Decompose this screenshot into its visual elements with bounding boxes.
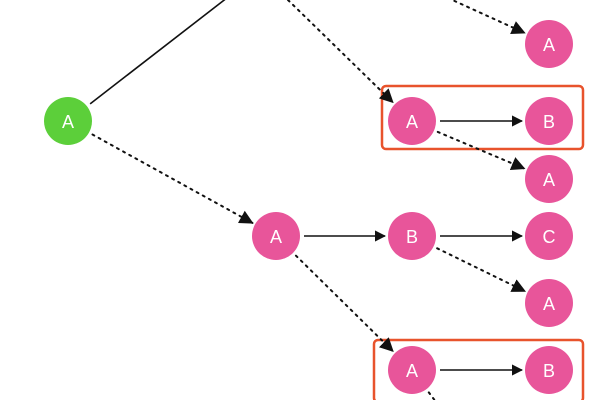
node-label: C [543,227,556,247]
node-hl2-a: A [388,346,436,394]
node-circle [525,346,573,394]
edge-dotted-hl2_a-to-offscreen_bottom [427,391,436,400]
node-circle [525,20,573,68]
node-circle [388,212,436,260]
node-mid-c: C [525,212,573,260]
node-top-a: A [525,20,573,68]
edge-dotted-mid_b-to-lower_a [436,247,527,293]
node-label: A [543,294,555,314]
edge-solid-root-to-offscreen_up [89,0,226,105]
node-label: A [543,170,555,190]
node-circle [525,155,573,203]
edge-dotted-hl1_a-to-mid_a_upper [436,130,526,171]
edge-dotted-offscreen_top-to-top_a [449,0,526,34]
node-label: A [406,361,418,381]
node-lower-a: A [525,279,573,327]
node-hl2-b: B [525,346,573,394]
node-circle [388,97,436,145]
node-circle [525,97,573,145]
node-label: B [406,227,418,247]
node-label: A [270,227,282,247]
highlight-box-lower [372,338,585,400]
node-mid-a-upper: A [525,155,573,203]
node-hl1-b: B [525,97,573,145]
edge-dotted-offscreen_mid-to-hl1_a [287,0,394,104]
node-hl1-a: A [388,97,436,145]
node-label: A [543,35,555,55]
node-label: A [406,112,418,132]
highlight-box-upper [380,84,585,151]
edge-dotted-mid_a-to-hl2_a [294,254,394,353]
node-circle [44,97,92,145]
node-circle [388,346,436,394]
node-root: A [44,97,92,145]
node-label: B [543,361,555,381]
node-mid-a: A [252,212,300,260]
node-circle [525,279,573,327]
node-label: B [543,112,555,132]
edge-dotted-root-to-mid_a [91,133,254,224]
node-circle [252,212,300,260]
node-label: A [62,112,74,132]
node-circle [525,212,573,260]
node-mid-b: B [388,212,436,260]
